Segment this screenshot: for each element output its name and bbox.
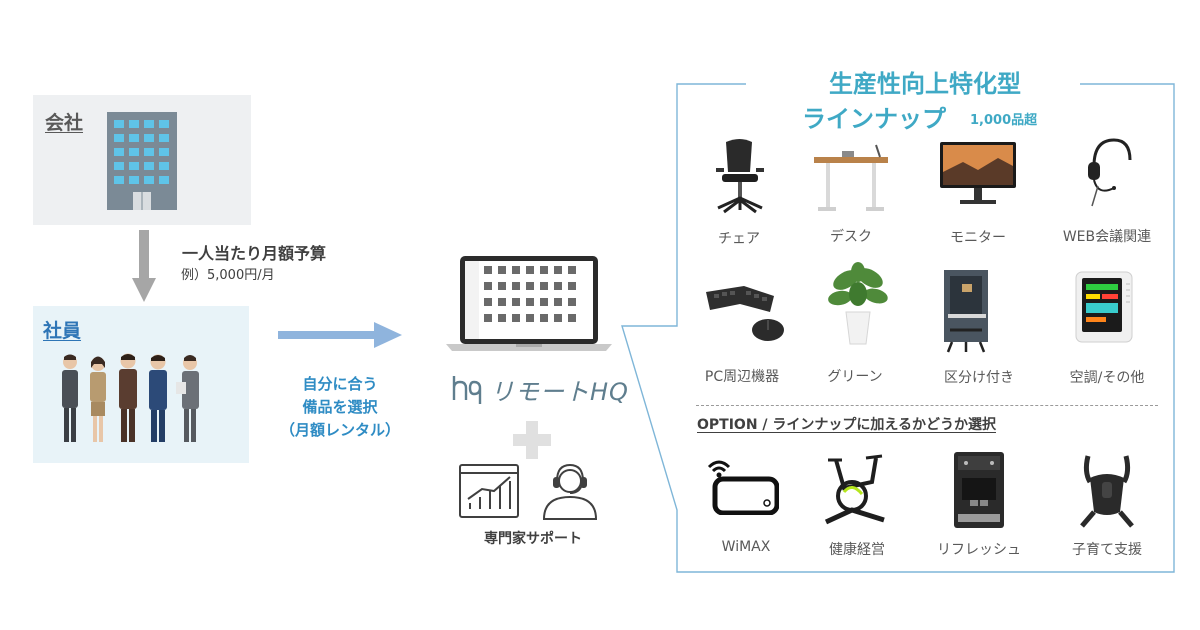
budget-label: 一人当たり月額予算 — [182, 240, 326, 264]
operator-icon — [544, 465, 596, 519]
office-building-icon — [107, 112, 177, 210]
plant-icon — [826, 262, 890, 346]
growth-chart-icon — [460, 465, 518, 517]
work-booth-icon — [940, 268, 996, 354]
standing-desk-icon — [812, 143, 890, 213]
employees-group-icon — [58, 352, 213, 447]
support-icons — [458, 461, 608, 521]
select-line-3: （月額レンタル） — [262, 419, 418, 442]
budget-example: 例）5,000円/月 — [181, 264, 275, 283]
monitor-icon — [938, 140, 1018, 208]
employee-title: 社員 — [43, 316, 81, 343]
item-label-monitor: モニター — [918, 227, 1038, 247]
remotehq-logo-icon — [450, 374, 484, 404]
item-label-web-meeting: WEB会議関連 — [1047, 226, 1167, 246]
brand-name: リモートHQ — [490, 372, 629, 407]
headset-icon — [1084, 136, 1134, 208]
lineup-subtitle: ラインナップ — [802, 99, 946, 134]
select-equipment-text: 自分に合う 備品を選択 （月額レンタル） — [262, 373, 418, 442]
down-arrow-icon — [132, 230, 156, 302]
item-label-health: 健康経営 — [797, 539, 917, 559]
select-line-2: 備品を選択 — [262, 396, 418, 419]
laptop-icon — [446, 254, 612, 352]
item-label-pc-peripherals: PC周辺機器 — [682, 366, 802, 386]
item-label-partition: 区分け付き — [919, 367, 1039, 387]
company-title: 会社 — [45, 108, 83, 135]
baby-carrier-icon — [1080, 452, 1134, 528]
right-arrow-icon — [278, 322, 402, 348]
option-title: OPTION / ラインナップに加えるかどうか選択 — [697, 414, 996, 434]
item-label-desk: デスク — [791, 226, 911, 246]
exercise-bike-icon — [822, 452, 888, 526]
item-label-air-other: 空調/その他 — [1047, 367, 1167, 387]
item-label-refresh: リフレッシュ — [919, 539, 1039, 559]
keyboard-mouse-icon — [704, 282, 786, 344]
select-line-1: 自分に合う — [262, 373, 418, 396]
coffee-machine-icon — [952, 450, 1006, 530]
lineup-count: 1,000品超 — [970, 109, 1037, 128]
item-label-wimax: WiMAX — [686, 539, 806, 555]
office-chair-icon — [712, 138, 768, 214]
plus-icon — [513, 421, 551, 459]
item-label-green: グリーン — [795, 366, 915, 386]
air-quality-monitor-icon — [1074, 270, 1134, 344]
option-divider — [696, 405, 1158, 406]
wifi-router-icon — [705, 457, 779, 515]
item-label-chair: チェア — [679, 228, 799, 248]
item-label-childcare: 子育て支援 — [1047, 539, 1167, 559]
expert-support-label: 専門家サポート — [455, 528, 611, 548]
lineup-title: 生産性向上特化型 — [760, 64, 1090, 99]
